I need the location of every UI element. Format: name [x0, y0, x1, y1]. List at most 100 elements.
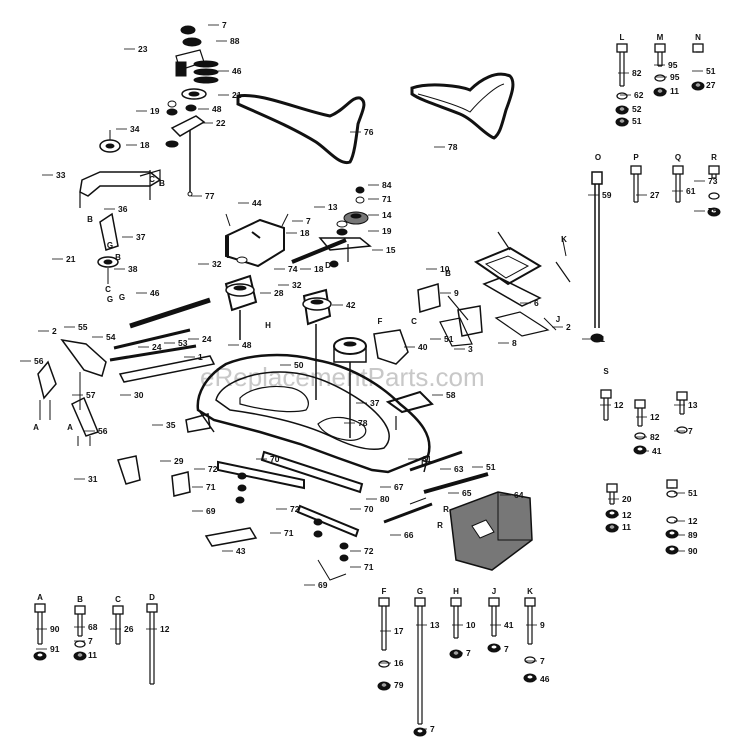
callout-label: 7 — [88, 636, 93, 646]
callout-label: 2 — [52, 326, 57, 336]
callout-label: 65 — [462, 488, 472, 498]
callout-label: 57 — [86, 390, 96, 400]
callout-label: 37 — [136, 232, 146, 242]
callout-label: 72 — [290, 504, 300, 514]
nut-icon — [665, 545, 679, 555]
bolt-icon — [146, 603, 158, 685]
callout-label: 19 — [150, 106, 160, 116]
bolt-icon — [708, 165, 720, 179]
callout-label: 41 — [504, 620, 514, 630]
letter-marker: H — [265, 321, 271, 330]
callout-label: 7 — [222, 20, 227, 30]
callout-label: 91 — [50, 644, 60, 654]
callout-label: 7 — [466, 648, 471, 658]
callout-label: 72 — [364, 546, 374, 556]
callout-labels: 7882346214822191834333637213877767884711… — [20, 20, 718, 734]
washer-icon — [666, 490, 678, 498]
callout-label: 52 — [632, 104, 642, 114]
callout-label: 1 — [198, 352, 203, 362]
callout-label: 7 — [306, 216, 311, 226]
callout-label: 24 — [152, 342, 162, 352]
callout-label: 20 — [622, 494, 632, 504]
letter-marker: D — [421, 459, 427, 468]
callout-label: 17 — [394, 626, 404, 636]
callout-label: 43 — [236, 546, 246, 556]
lever-58 — [385, 390, 434, 430]
nut-icon — [377, 681, 391, 691]
callout-label: 72 — [208, 464, 218, 474]
callout-label: 61 — [422, 454, 432, 464]
letter-marker: A — [33, 423, 39, 432]
callout-label: 51 — [444, 334, 454, 344]
callout-label: 9 — [454, 288, 459, 298]
callout-label: 71 — [382, 194, 392, 204]
callout-label: 6 — [534, 298, 539, 308]
bracket-right-mid — [373, 283, 483, 365]
nut-icon — [523, 673, 537, 683]
callout-label: 11 — [622, 522, 631, 532]
callout-label: 32 — [292, 280, 302, 290]
callout-label: 31 — [88, 474, 98, 484]
letter-marker: A — [37, 593, 43, 602]
letter-marker: G — [107, 295, 113, 304]
callout-label: 13 — [430, 620, 440, 630]
bolt-icon — [74, 605, 86, 637]
washer-icon — [708, 192, 720, 200]
nut-icon — [487, 643, 501, 653]
callout-label: 61 — [686, 186, 696, 196]
letter-marker: K — [561, 235, 567, 244]
callout-label: 95 — [670, 72, 680, 82]
callout-label: 90 — [688, 546, 698, 556]
callout-label: 18 — [300, 228, 310, 238]
washer-icon — [676, 426, 688, 434]
bolt-icon — [616, 43, 628, 87]
nut-icon — [615, 105, 629, 115]
callout-label: 62 — [634, 90, 644, 100]
callout-label: 46 — [150, 288, 160, 298]
callout-label: 9 — [540, 620, 545, 630]
washer-icon — [524, 656, 536, 664]
callout-label: 36 — [118, 204, 128, 214]
callout-label: 26 — [124, 624, 134, 634]
letter-marker: B — [87, 215, 93, 224]
bolt-icon — [634, 399, 646, 427]
rods-lower-right — [383, 450, 489, 524]
callout-label: 44 — [252, 198, 262, 208]
callout-label: 12 — [688, 516, 698, 526]
callout-label: 13 — [688, 400, 698, 410]
callout-label: 75 — [708, 206, 718, 216]
letter-marker: C — [411, 317, 417, 326]
washer-icon — [616, 92, 628, 100]
callout-label: 58 — [446, 390, 456, 400]
callout-label: 27 — [650, 190, 660, 200]
callout-label: 3 — [468, 344, 473, 354]
nut-icon — [653, 87, 667, 97]
hardware-icons — [33, 43, 721, 737]
washer-icon — [634, 432, 646, 440]
callout-label: 78 — [448, 142, 458, 152]
letter-marker: G — [107, 241, 113, 250]
callout-label: 15 — [386, 245, 396, 255]
nut-icon — [633, 445, 647, 455]
nut-icon — [707, 207, 721, 217]
letter-marker: F — [378, 317, 383, 326]
callout-label: 38 — [128, 264, 138, 274]
callout-label: 69 — [318, 580, 328, 590]
nut-icon — [665, 529, 679, 539]
bolt-icon — [672, 165, 684, 203]
letter-marker: N — [695, 33, 701, 42]
drive-belt-76 — [236, 93, 366, 165]
bolt-icon — [606, 483, 618, 505]
callout-label: 18 — [140, 140, 150, 150]
callout-label: 11 — [88, 650, 97, 660]
nut-icon — [449, 649, 463, 659]
bolt-icon — [378, 597, 390, 651]
washer-icon — [378, 660, 390, 668]
callout-label: 79 — [394, 680, 404, 690]
callout-label: 89 — [688, 530, 698, 540]
bolt-icon — [600, 389, 612, 421]
callout-label: 48 — [242, 340, 252, 350]
idler-bracket-upper — [79, 130, 162, 284]
callout-label: 18 — [314, 264, 324, 274]
